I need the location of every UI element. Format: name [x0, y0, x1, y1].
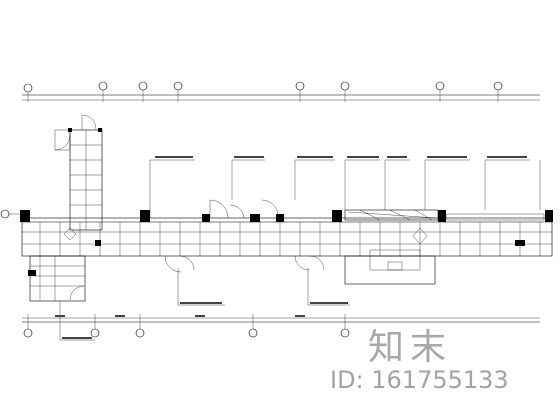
axis-bubble: [248, 314, 258, 338]
annotation-leaders: [59, 156, 541, 341]
axis-bubble: [90, 314, 100, 338]
watermark-id: ID: 161755133: [330, 366, 509, 394]
top-dimension-line: [22, 81, 540, 102]
axis-bubble: [135, 314, 145, 338]
axis-bubble: [173, 81, 183, 102]
axis-bubble: [23, 314, 33, 338]
axis-bubble: [295, 81, 305, 102]
axis-bubble: [340, 314, 350, 338]
axis-bubble: [98, 81, 108, 102]
watermark-logo: 知末: [368, 327, 453, 368]
axis-bubble: [23, 83, 33, 102]
bottom-dimension-line: [22, 314, 540, 338]
axis-bubble: [138, 81, 148, 102]
main-corridor: [20, 199, 553, 285]
axis-bubble: [493, 81, 503, 102]
lower-left-room: [28, 255, 86, 302]
axis-bubble: [435, 81, 445, 102]
axis-bubble: [340, 81, 350, 102]
stair-hall: [54, 114, 103, 231]
